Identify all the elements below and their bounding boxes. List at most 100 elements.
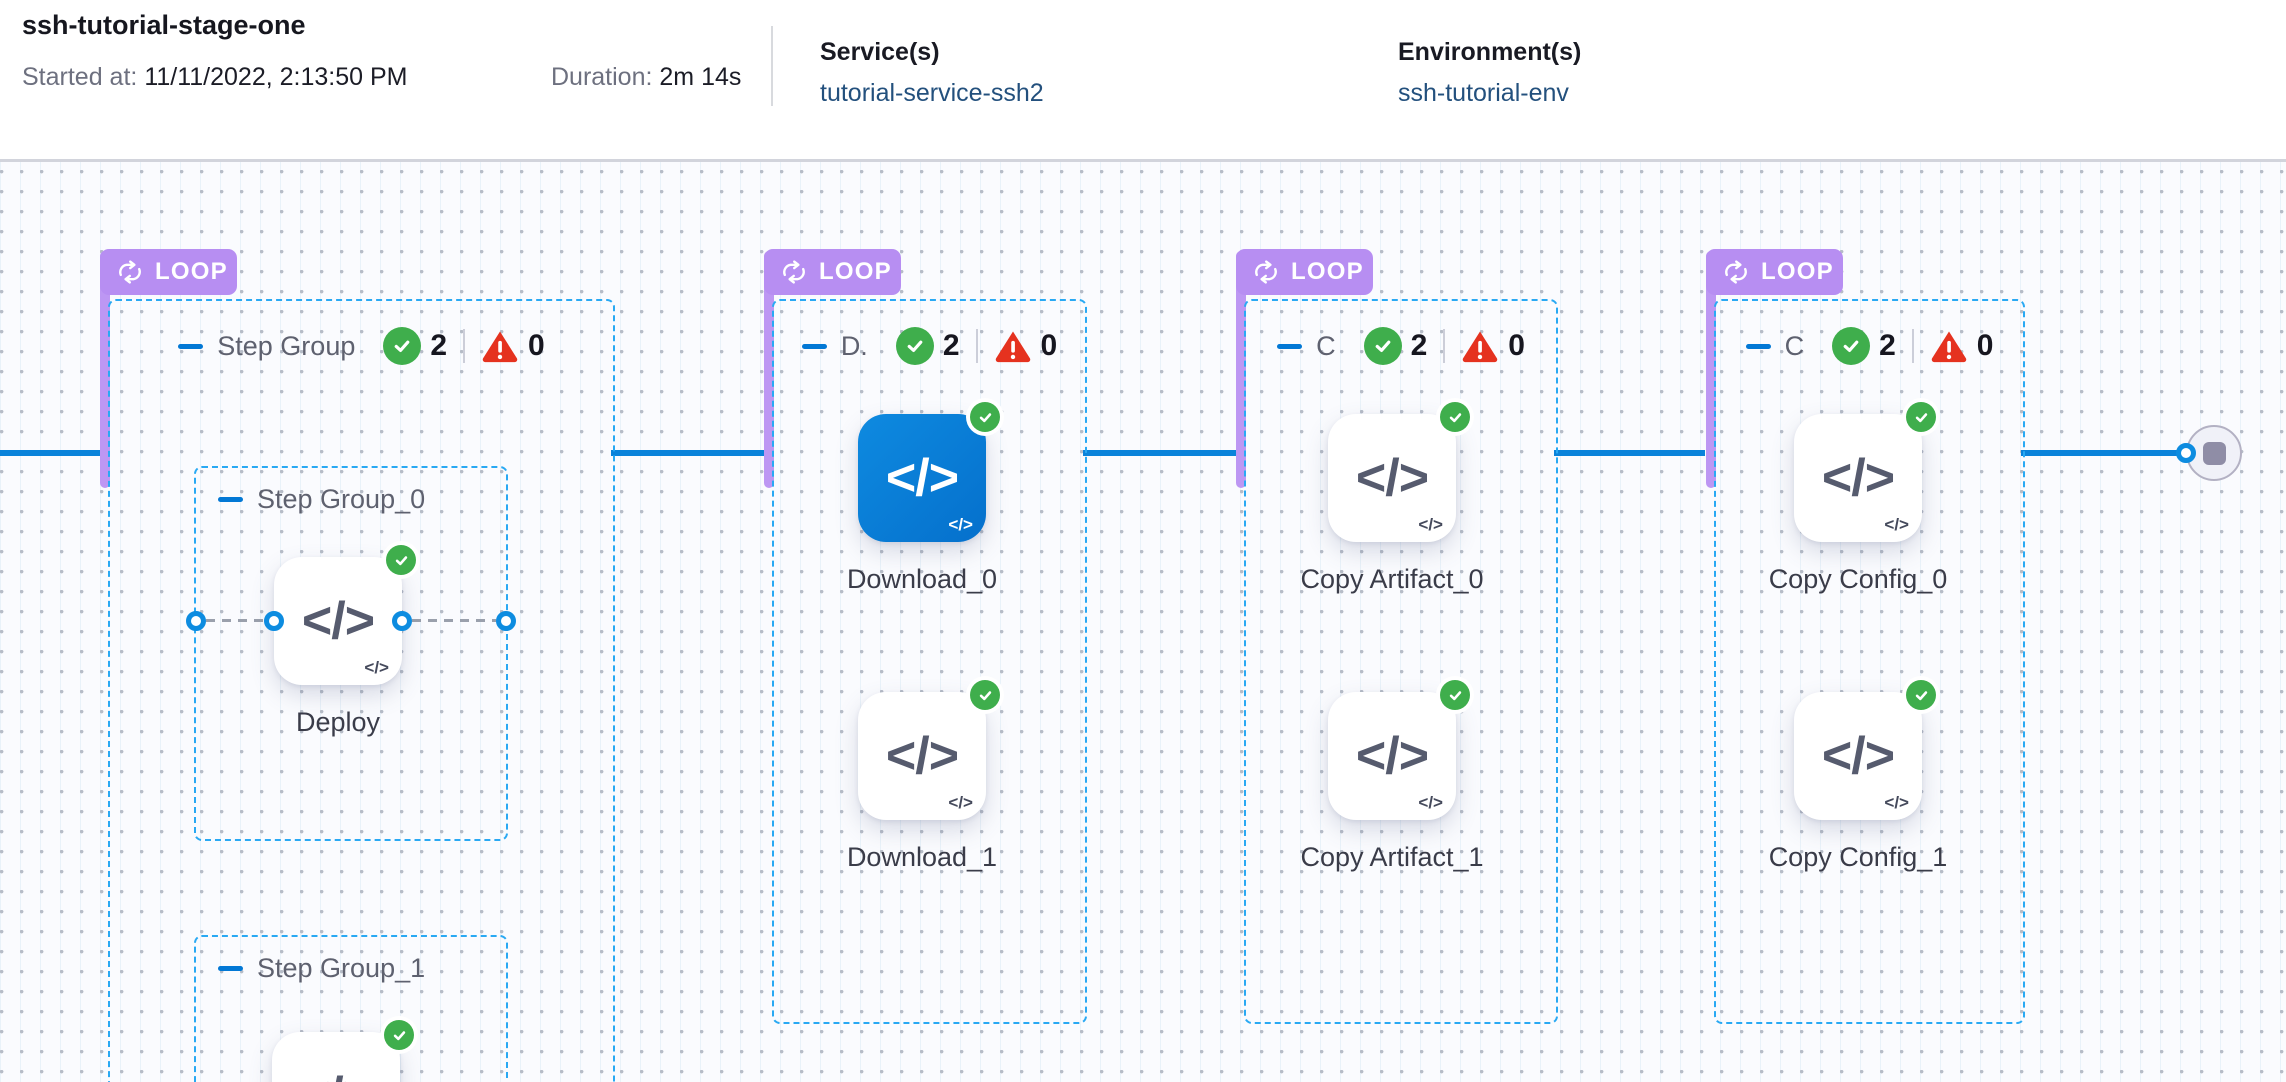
environment-link[interactable]: ssh-tutorial-env xyxy=(1398,79,1569,107)
collapse-dash-icon[interactable] xyxy=(178,343,204,349)
code-icon: </> xyxy=(1821,727,1895,785)
count-divider xyxy=(1443,329,1446,363)
code-icon-small: </> xyxy=(948,793,973,812)
services-label: Service(s) xyxy=(820,38,940,66)
loop-cycle-icon xyxy=(1255,260,1277,284)
success-count-icon xyxy=(1363,327,1402,365)
connector-dot[interactable] xyxy=(186,611,206,631)
pipeline-step-node[interactable]: </> </> xyxy=(858,680,1000,820)
code-icon: </> xyxy=(1355,727,1429,785)
service-link[interactable]: tutorial-service-ssh2 xyxy=(820,79,1044,107)
loop-group-step-group[interactable]: Step Group 2 0 Step Group_0 xyxy=(108,299,615,1082)
success-check-icon xyxy=(970,680,1000,710)
connector-dot[interactable] xyxy=(496,611,516,631)
duration: Duration: 2m 14s xyxy=(551,63,742,91)
count-divider xyxy=(463,329,466,363)
collapse-dash-icon[interactable] xyxy=(218,966,243,971)
loop-badge: LOOP xyxy=(100,249,237,295)
loop-group-copy-config[interactable]: C 2 0 </> </> Copy Config_0 xyxy=(1714,299,2025,1024)
pipeline-step-node[interactable]: </> </> xyxy=(1328,680,1470,820)
pipeline-step-node[interactable]: </> </> xyxy=(1794,680,1936,820)
loop-cycle-icon xyxy=(119,260,141,284)
pipeline-line xyxy=(2021,450,2186,456)
step-label: Copy Config_0 xyxy=(1768,564,1948,594)
success-count-icon xyxy=(895,327,934,365)
code-icon: </> xyxy=(300,1066,373,1082)
success-count: 2 xyxy=(942,329,960,362)
loop-badge: LOOP xyxy=(1236,249,1373,295)
pipeline-line xyxy=(1554,450,1705,456)
connector-dot[interactable] xyxy=(264,611,284,631)
group-label: Step Group_0 xyxy=(257,484,426,514)
loop-cycle-icon xyxy=(1725,260,1747,284)
services-block: Service(s) tutorial-service-ssh2 xyxy=(820,38,1044,108)
step-label: Copy Artifact_1 xyxy=(1300,842,1484,872)
success-count: 2 xyxy=(1410,329,1428,362)
group-label: C xyxy=(1784,330,1805,361)
loop-strip xyxy=(100,251,110,488)
step-group-1-box[interactable]: Step Group_1 </> xyxy=(194,935,508,1082)
loop-strip xyxy=(1706,251,1716,488)
code-icon: </> xyxy=(885,727,959,785)
loop-strip xyxy=(1236,251,1246,488)
connector-dot[interactable] xyxy=(392,611,412,631)
count-divider xyxy=(1911,329,1914,363)
pipeline-canvas[interactable]: Step Group 2 0 Step Group_0 xyxy=(0,162,2286,1082)
loop-badge: LOOP xyxy=(1706,249,1843,295)
count-divider xyxy=(975,329,978,363)
connector-dot xyxy=(2176,443,2196,463)
collapse-dash-icon[interactable] xyxy=(1277,343,1303,349)
loop-cycle-icon xyxy=(783,260,805,284)
stop-icon xyxy=(2202,441,2226,465)
pipeline-step-node[interactable]: </> </> xyxy=(1328,402,1470,542)
loop-group-copy-artifact[interactable]: C 2 0 </> </> Copy Artifact_ xyxy=(1244,299,1558,1024)
pipeline-step-node[interactable]: </> </> xyxy=(274,545,416,685)
pipeline-line xyxy=(1083,450,1236,456)
success-count: 2 xyxy=(1879,329,1896,362)
step-label: Download_0 xyxy=(846,564,998,594)
collapse-dash-icon[interactable] xyxy=(1745,343,1771,349)
success-check-icon xyxy=(970,402,1000,432)
success-check-icon xyxy=(384,1020,414,1050)
stage-title: ssh-tutorial-stage-one xyxy=(22,10,306,40)
code-icon-small: </> xyxy=(1884,515,1909,534)
group-label: D. xyxy=(840,330,868,361)
warning-icon xyxy=(481,329,519,363)
pipeline-step-node[interactable]: </> xyxy=(272,1020,414,1082)
success-check-icon xyxy=(1906,402,1936,432)
failed-count: 0 xyxy=(1976,329,1994,362)
success-count: 2 xyxy=(430,329,448,362)
header-divider xyxy=(771,26,773,106)
warning-icon xyxy=(994,329,1032,363)
group-label: C xyxy=(1316,330,1336,361)
status-counts: 2 0 xyxy=(895,327,1058,365)
success-check-icon xyxy=(1440,402,1470,432)
code-icon-small: </> xyxy=(364,658,389,677)
collapse-dash-icon[interactable] xyxy=(218,497,243,502)
success-count-icon xyxy=(383,327,422,365)
code-icon: </> xyxy=(301,592,375,650)
status-counts: 2 0 xyxy=(383,327,545,365)
code-icon-small: </> xyxy=(1418,515,1443,534)
failed-count: 0 xyxy=(528,329,545,362)
collapse-dash-icon[interactable] xyxy=(801,343,827,349)
group-label: Step Group_1 xyxy=(257,953,426,983)
environments-block: Environment(s) ssh-tutorial-env xyxy=(1398,38,1581,108)
step-label: Download_1 xyxy=(846,842,998,872)
status-counts: 2 0 xyxy=(1363,327,1525,365)
success-count-icon xyxy=(1832,327,1871,365)
success-check-icon xyxy=(1906,680,1936,710)
step-label: Deploy xyxy=(295,707,381,737)
execution-header: ssh-tutorial-stage-one Started at: 11/11… xyxy=(0,0,2286,162)
step-group-0-box[interactable]: Step Group_0 </> </> Deploy xyxy=(186,466,516,841)
success-check-icon xyxy=(1440,680,1470,710)
connector-dash xyxy=(412,619,496,622)
pipeline-step-node[interactable]: </> </> xyxy=(1794,402,1936,542)
code-icon-small: </> xyxy=(948,515,973,534)
failed-count: 0 xyxy=(1040,329,1058,362)
loop-group-download[interactable]: D. 2 0 </> </> Download_0 xyxy=(772,299,1087,1024)
pipeline-step-node-selected[interactable]: </> </> xyxy=(858,402,1000,542)
code-icon: </> xyxy=(1355,449,1429,507)
success-check-icon xyxy=(386,545,416,575)
warning-icon xyxy=(1930,329,1968,363)
